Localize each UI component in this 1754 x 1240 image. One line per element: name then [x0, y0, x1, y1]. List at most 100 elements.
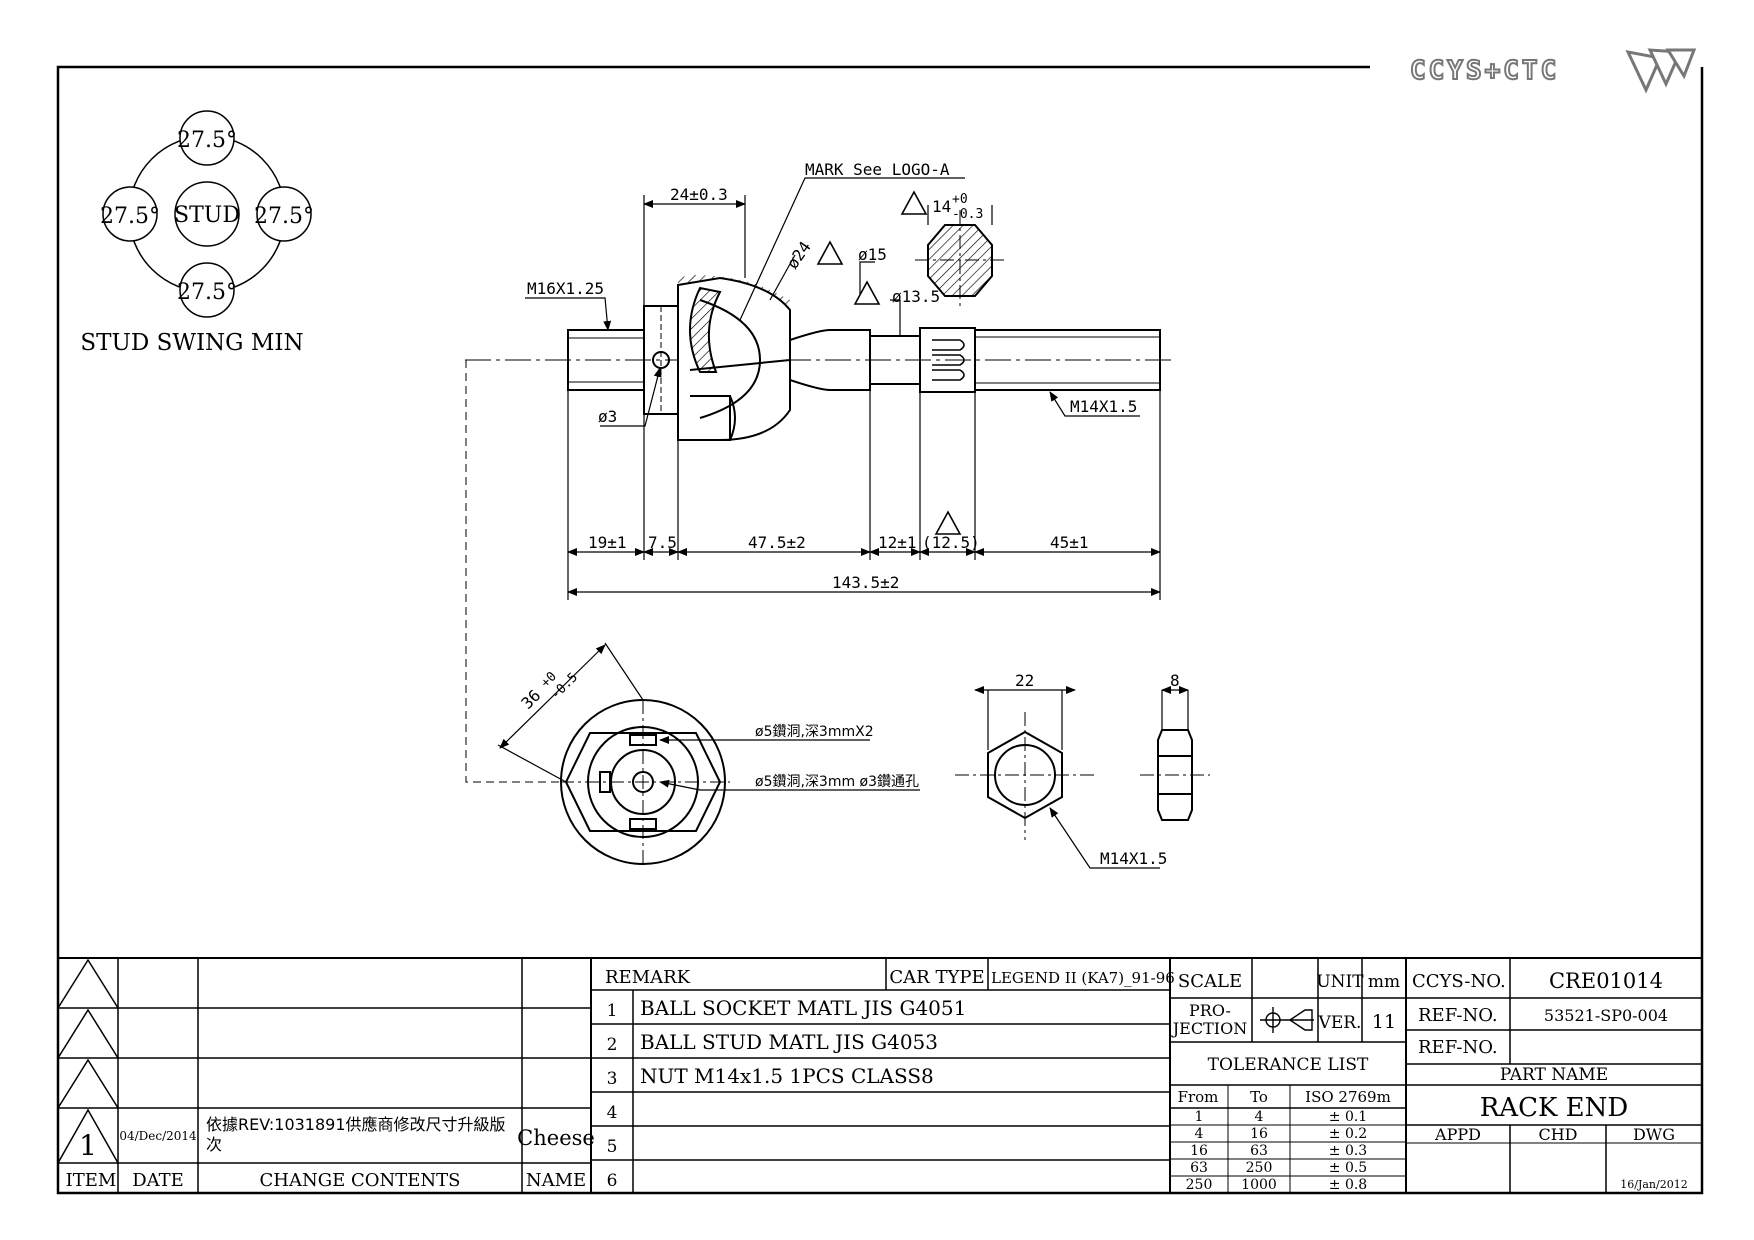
ref-no-value: 53521-SP0-004	[1544, 1006, 1668, 1025]
rev-name-1: Cheese	[517, 1126, 595, 1150]
warning-icon	[900, 190, 928, 215]
remark-text-3: NUT M14x1.5 1PCS CLASS8	[640, 1064, 934, 1088]
oil-hole-note-1: ø5鑽洞,深3mmX2	[755, 724, 874, 740]
thread-left-label: M16X1.25	[527, 279, 604, 298]
dwg-label: DWG	[1633, 1125, 1675, 1144]
title-block	[1169, 957, 1703, 1194]
logo-mark-icon	[1625, 48, 1697, 94]
rack-end-side-view	[465, 275, 1175, 441]
ref-no-label: REF-NO.	[1418, 1005, 1498, 1026]
projection-symbol-icon	[1260, 1007, 1314, 1033]
dim-12-5: (12.5)	[922, 533, 980, 552]
remark-no-4: 4	[607, 1103, 618, 1123]
tol-header-iso: ISO 2769m	[1305, 1088, 1391, 1106]
swing-top: 27.5°	[177, 128, 237, 153]
tol-to-1: 4	[1255, 1109, 1264, 1125]
tol-from-5: 250	[1186, 1177, 1213, 1193]
appd-label: APPD	[1434, 1125, 1481, 1144]
nut-thread-label: M14X1.5	[1100, 849, 1167, 868]
warning-icon	[816, 240, 844, 265]
remark-header: REMARK	[605, 967, 691, 988]
part-name-value: RACK END	[1480, 1093, 1629, 1123]
tol-header-from: From	[1178, 1088, 1219, 1106]
remark-no-3: 3	[607, 1069, 618, 1089]
dim-47-5: 47.5±2	[748, 533, 806, 552]
dimension-lines	[497, 195, 1189, 783]
flat-section-view	[915, 210, 1005, 310]
projection-line2: JECTION	[1171, 1019, 1247, 1038]
revision-table	[57, 957, 592, 1194]
tol-val-2: ± 0.2	[1329, 1126, 1367, 1142]
remark-no-1: 1	[607, 1001, 618, 1021]
socket-end-view	[560, 699, 730, 866]
rev-header-name: NAME	[526, 1170, 586, 1191]
rev-header-date: DATE	[132, 1170, 184, 1191]
logo-text: CCYS+CTC	[1410, 56, 1559, 86]
chd-label: CHD	[1538, 1125, 1577, 1144]
tol-val-5: ± 0.8	[1329, 1177, 1367, 1193]
tolerance-title: TOLERANCE LIST	[1208, 1055, 1369, 1075]
remark-no-6: 6	[607, 1171, 618, 1191]
flat-tol-upper: +0	[952, 192, 968, 207]
part-name-label: PART NAME	[1500, 1065, 1608, 1085]
tol-from-1: 1	[1195, 1109, 1204, 1125]
drawing-date: 16/Jan/2012	[1620, 1178, 1687, 1191]
scale-label: SCALE	[1178, 971, 1242, 992]
tol-from-4: 63	[1190, 1160, 1208, 1176]
tol-to-5: 1000	[1241, 1177, 1277, 1193]
ccys-no-value: CRE01014	[1549, 969, 1663, 993]
warning-triangles	[816, 190, 962, 535]
car-type-label: CAR TYPE	[889, 967, 984, 988]
remark-text-1: BALL SOCKET MATL JIS G4051	[640, 996, 966, 1020]
tol-header-to: To	[1250, 1088, 1268, 1106]
swing-right: 27.5°	[254, 204, 314, 229]
swing-center: STUD	[174, 203, 240, 228]
swing-left: 27.5°	[100, 204, 160, 229]
dim-12: 12±1	[878, 533, 917, 552]
tol-from-3: 16	[1190, 1143, 1208, 1159]
stud-swing-diagram	[102, 110, 312, 318]
tol-val-3: ± 0.3	[1329, 1143, 1367, 1159]
nut-side-view	[1140, 729, 1210, 821]
unit-label: UNIT	[1316, 972, 1364, 992]
rev-contents-1b: 次	[206, 1135, 222, 1154]
leader-lines	[525, 177, 1160, 869]
rev-date-1: 04/Dec/2014	[119, 1129, 197, 1143]
projection-line1: PRO-	[1189, 1001, 1231, 1020]
swing-label: STUD SWING MIN	[80, 330, 303, 356]
rev-header-contents: CHANGE CONTENTS	[260, 1170, 461, 1191]
company-logo: CCYS+CTC	[1409, 48, 1697, 94]
dia-15-label: ø15	[858, 245, 887, 264]
flat-tol-lower: -0.3	[952, 207, 983, 222]
ref-no2-label: REF-NO.	[1418, 1037, 1498, 1058]
warning-icon	[853, 280, 881, 305]
rev-header-item: ITEM	[66, 1170, 117, 1191]
swing-bottom: 27.5°	[177, 280, 237, 305]
tol-val-4: ± 0.5	[1329, 1160, 1367, 1176]
thread-right-label: M14X1.5	[1070, 397, 1137, 416]
remark-no-5: 5	[607, 1137, 618, 1157]
mark-note: MARK See LOGO-A	[805, 160, 950, 179]
dim-24: 24±0.3	[670, 185, 728, 204]
hole-label: ø3	[598, 407, 617, 426]
tol-to-2: 16	[1250, 1126, 1268, 1142]
tol-val-1: ± 0.1	[1329, 1109, 1367, 1125]
rev-item-1: 1	[79, 1129, 97, 1162]
dia-13-5-label: ø13.5	[892, 287, 940, 306]
nut-width-label: 22	[1015, 671, 1034, 690]
rev-contents-1a: 依據REV:1031891供應商修改尺寸升級版	[206, 1115, 506, 1134]
ver-value: 11	[1372, 1011, 1396, 1033]
ver-label: VER.	[1318, 1013, 1362, 1033]
remark-text-2: BALL STUD MATL JIS G4053	[640, 1030, 938, 1054]
oil-hole-note-2: ø5鑽洞,深3mm ø3鑽通孔	[755, 774, 919, 790]
flat-main-label: 14	[932, 197, 951, 216]
dim-45: 45±1	[1050, 533, 1089, 552]
remark-no-2: 2	[607, 1035, 618, 1055]
tol-to-4: 250	[1246, 1160, 1273, 1176]
nut-thick-label: 8	[1170, 671, 1180, 690]
tol-from-2: 4	[1195, 1126, 1204, 1142]
dim-19: 19±1	[588, 533, 627, 552]
ccys-no-label: CCYS-NO.	[1412, 971, 1506, 992]
dim-total: 143.5±2	[832, 573, 899, 592]
